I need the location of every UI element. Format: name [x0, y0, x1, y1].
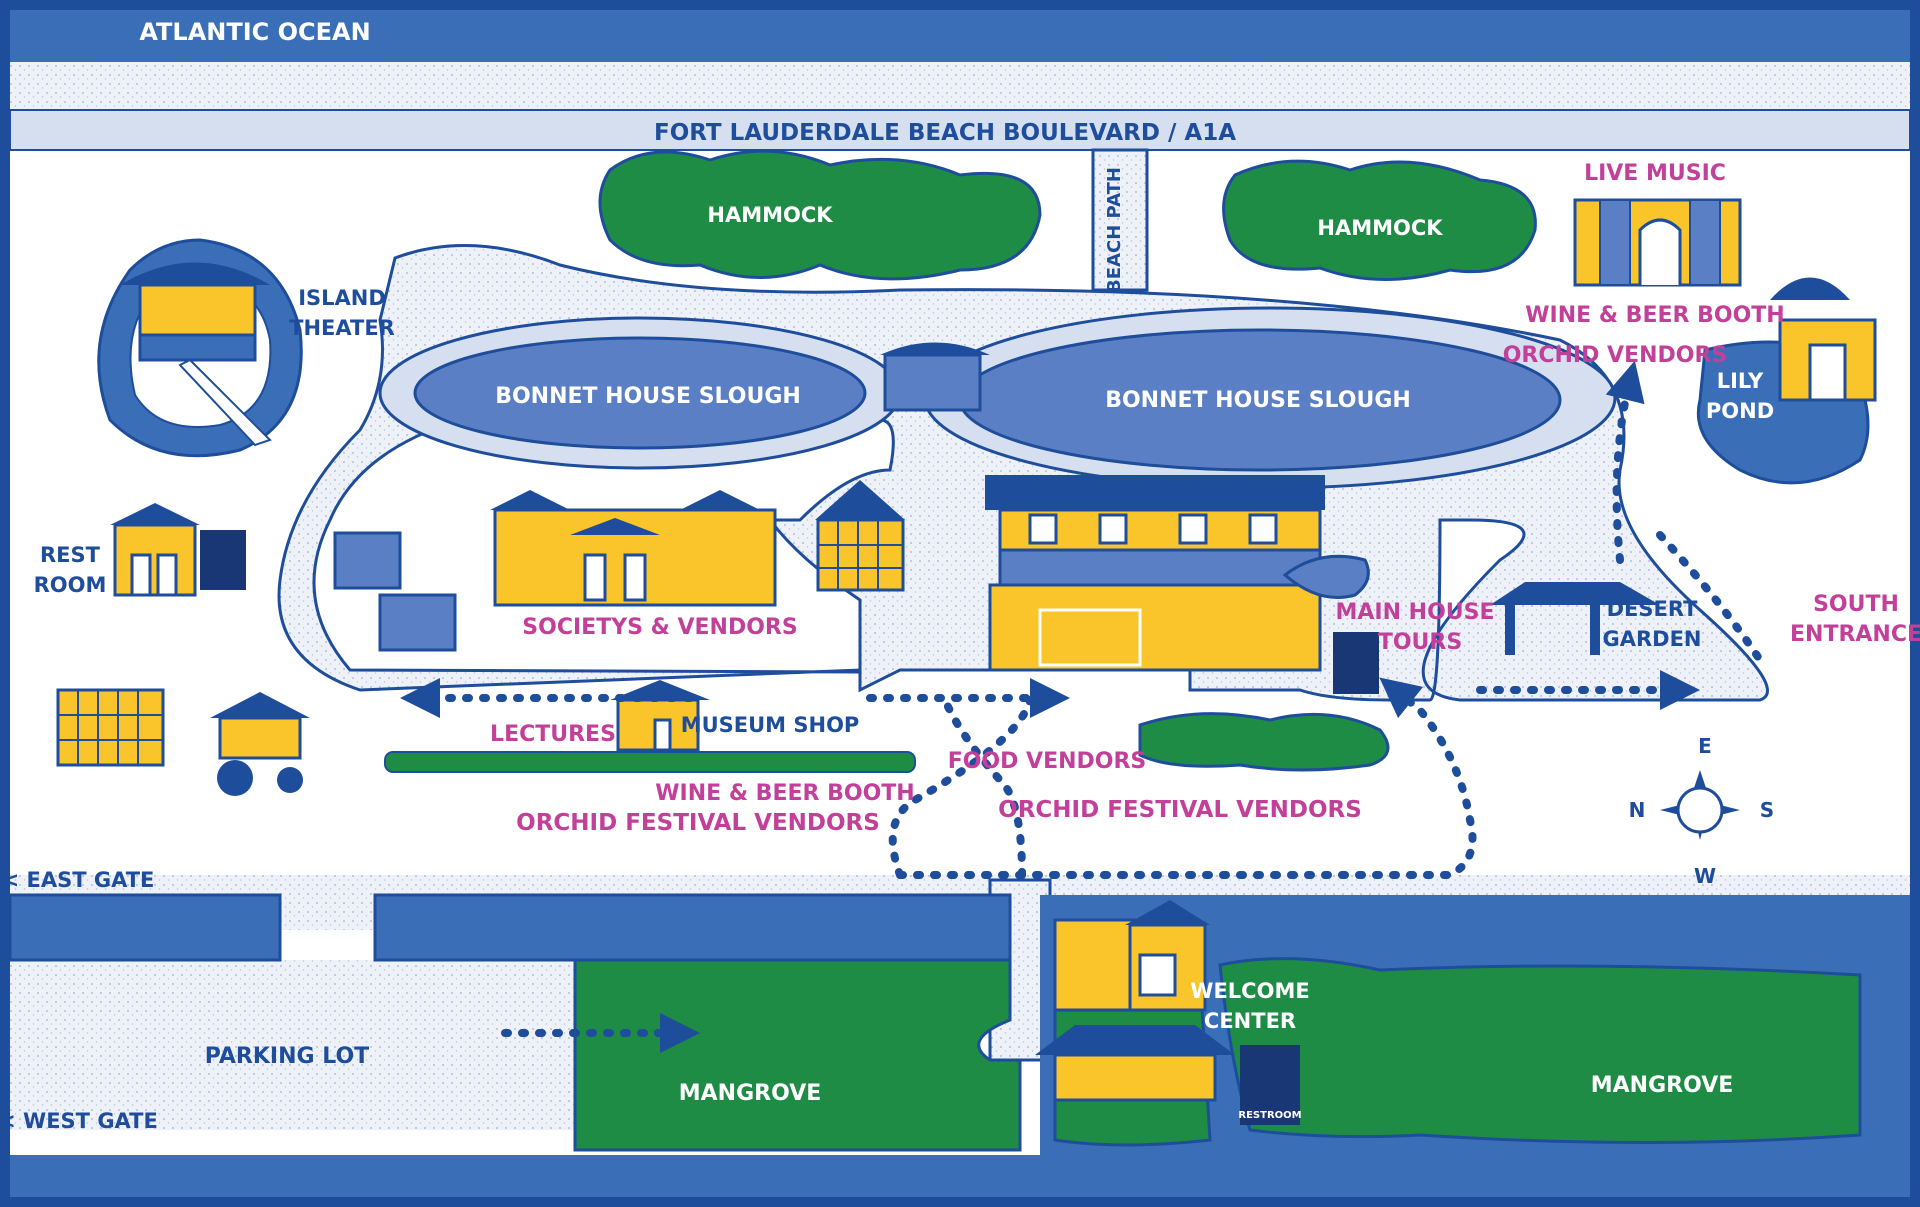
food-vendors-label: FOOD VENDORS	[948, 749, 1147, 774]
shrub-food	[1138, 712, 1390, 772]
societies-vendors-label: SOCIETYS & VENDORS	[522, 615, 797, 640]
fish-sculpture-icon	[1282, 554, 1370, 599]
mangrove-right	[1218, 957, 1862, 1144]
rest-room-label-2: ROOM	[34, 573, 107, 597]
mangrove-left-label: MANGROVE	[679, 1081, 822, 1106]
canal-1	[8, 893, 282, 962]
slough-left	[413, 336, 867, 450]
south-entrance-label-2: ENTRANCE	[1790, 622, 1920, 647]
mangrove-left	[573, 958, 1022, 1152]
lily-pond-label-2: POND	[1706, 399, 1774, 423]
welcome-center-label-1: WELCOME	[1190, 979, 1309, 1003]
mangrove-right-label: MANGROVE	[1591, 1073, 1734, 1098]
hammock-left-label: HAMMOCK	[707, 203, 833, 227]
desert-garden-label-2: GARDEN	[1602, 627, 1701, 651]
slough-left-label: BONNET HOUSE SLOUGH	[495, 384, 801, 409]
compass-east: E	[1698, 734, 1712, 758]
main-house-label-1: MAIN HOUSE	[1335, 600, 1494, 625]
parking-lot	[10, 960, 575, 1130]
south-entrance-label-1: SOUTH	[1813, 592, 1899, 617]
west-gate-label[interactable]: < WEST GATE	[0, 1109, 158, 1133]
rest-room-label-1: REST	[40, 543, 101, 567]
lawn-strip	[384, 751, 916, 773]
restroom-sign-text: RESTROOM	[1238, 1110, 1301, 1121]
restroom-sign-welcome	[1240, 1045, 1300, 1125]
orchid-vendors-top-label: ORCHID VENDORS	[1503, 343, 1728, 368]
parking-lot-label: PARKING LOT	[205, 1044, 369, 1069]
welcome-center-label-2: CENTER	[1204, 1009, 1296, 1033]
orchid-festival-right-label: ORCHID FESTIVAL VENDORS	[998, 797, 1362, 823]
island-theater-label-1: ISLAND	[298, 286, 386, 310]
slough-right-label: BONNET HOUSE SLOUGH	[1105, 388, 1411, 413]
lily-pond-pavilion	[1770, 277, 1877, 402]
compass-west: W	[1694, 864, 1716, 888]
welcome-center-building[interactable]	[1035, 900, 1235, 1102]
compass-rose-icon	[1660, 770, 1740, 840]
grid-blue	[378, 593, 457, 652]
greenhouse-left	[56, 688, 165, 767]
wine-beer-mid-label: WINE & BEER BOOTH	[655, 781, 914, 806]
restroom-sign-left	[200, 530, 246, 590]
boulevard-label: FORT LAUDERDALE BEACH BOULEVARD / A1A	[654, 120, 1236, 146]
rest-room-building[interactable]	[110, 503, 200, 597]
museum-shop-label: MUSEUM SHOP	[681, 713, 860, 737]
desert-garden-label-1: DESERT	[1607, 597, 1698, 621]
live-music-stage[interactable]	[1573, 198, 1742, 287]
beach-path	[1091, 148, 1149, 292]
hammock-right-label: HAMMOCK	[1317, 216, 1443, 240]
greenhouse-center	[815, 480, 905, 592]
garage	[333, 531, 402, 590]
orchid-festival-left-label: ORCHID FESTIVAL VENDORS	[516, 810, 880, 836]
hammock-right	[1222, 159, 1537, 281]
tractor-shed	[210, 692, 310, 796]
intracoastal	[10, 1155, 1910, 1197]
wine-beer-top-label: WINE & BEER BOOTH	[1525, 303, 1784, 328]
ocean-label: ATLANTIC OCEAN	[139, 18, 370, 46]
main-house-label-2: TOURS	[1378, 630, 1462, 655]
lectures-label: LECTURES	[490, 722, 616, 747]
walking-routes	[400, 360, 1764, 1053]
main-house[interactable]	[985, 475, 1325, 672]
societies-building[interactable]	[490, 490, 777, 607]
beach	[10, 62, 1910, 110]
compass-north: N	[1629, 798, 1646, 822]
east-gate-label[interactable]: < EAST GATE	[2, 868, 155, 892]
restroom-sign-main	[1333, 632, 1379, 694]
beach-path-label: BEACH PATH	[1104, 167, 1125, 293]
desert-garden-pergola	[1490, 582, 1660, 655]
bridge	[880, 342, 990, 412]
lily-pond-label-1: LILY	[1717, 369, 1764, 393]
island-theater[interactable]	[120, 262, 272, 447]
boulevard	[9, 109, 1911, 151]
island-theater-label-2: THEATER	[289, 316, 395, 340]
live-music-label: LIVE MUSIC	[1584, 161, 1726, 186]
hammock-left	[598, 149, 1042, 281]
compass-south: S	[1760, 798, 1774, 822]
canal-2	[373, 893, 1012, 962]
